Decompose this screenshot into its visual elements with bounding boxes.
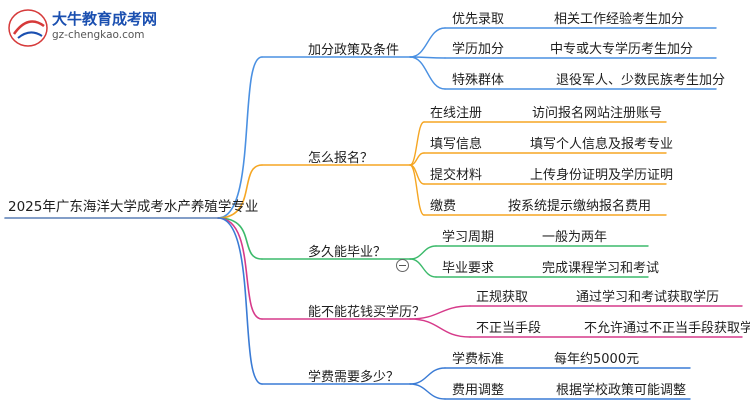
child-connector	[409, 367, 446, 385]
branch-connector	[217, 56, 263, 219]
branch-connector	[217, 217, 263, 385]
node-label: 缴费	[430, 199, 457, 214]
child-connector	[409, 258, 437, 278]
node-detail: 通过学习和考试获取学历	[576, 290, 720, 305]
node-detail: 访问报名网站注册账号	[532, 106, 663, 121]
root-topic: 2025年广东海洋大学成考水产养殖学专业	[8, 199, 259, 215]
node-label: 费用调整	[452, 383, 505, 398]
branch-connector	[217, 164, 263, 219]
branch-connector	[217, 217, 263, 320]
branch-label-tuition: 学费需要多少？	[308, 370, 400, 385]
node-label: 学历加分	[452, 42, 505, 57]
node-detail: 根据学校政策可能调整	[556, 383, 687, 398]
node-label: 优先录取	[452, 12, 505, 27]
node-label: 提交材料	[430, 168, 483, 183]
child-connector	[409, 164, 425, 216]
node-label: 在线注册	[430, 106, 483, 121]
child-connector	[409, 305, 471, 320]
child-connector	[409, 245, 437, 260]
node-detail: 填写个人信息及报考专业	[530, 137, 674, 152]
branch-label-register: 怎么报名？	[308, 151, 374, 166]
child-connector	[409, 121, 425, 166]
brand-logo	[6, 6, 156, 50]
collapse-toggle[interactable]	[396, 259, 409, 272]
branch-label-bonus: 加分政策及条件	[308, 43, 400, 58]
child-connector	[409, 318, 471, 338]
node-label: 学习周期	[442, 230, 495, 245]
node-detail: 上传身份证明及学历证明	[530, 168, 674, 183]
branch-label-buy-degree: 能不能花钱买学历？	[308, 305, 426, 320]
node-detail: 中专或大专学历考生加分	[550, 42, 694, 57]
node-detail: 一般为两年	[542, 230, 608, 245]
node-detail: 每年约5000元	[554, 352, 640, 367]
brand-title: 大牛教育成考网	[52, 10, 158, 28]
child-connector	[409, 383, 446, 400]
node-detail: 按系统提示缴纳报名费用	[508, 199, 652, 214]
child-connector	[409, 56, 446, 90]
branch-label-graduate: 多久能毕业？	[308, 245, 387, 260]
node-label: 毕业要求	[442, 261, 495, 276]
node-label: 正规获取	[476, 290, 529, 305]
node-detail: 完成课程学习和考试	[542, 261, 660, 276]
node-detail: 相关工作经验考生加分	[554, 12, 685, 27]
child-connector	[409, 27, 446, 58]
node-label: 特殊群体	[452, 73, 505, 88]
node-label: 学费标准	[452, 352, 505, 367]
node-label: 填写信息	[430, 137, 483, 152]
branch-connector	[217, 217, 263, 260]
brand-url: gz-chengkao.com	[52, 29, 145, 41]
node-detail: 退役军人、少数民族考生加分	[556, 73, 726, 88]
node-label: 不正当手段	[476, 321, 542, 336]
node-detail: 不允许通过不正当手段获取学历	[584, 321, 750, 336]
brand-logo-icon	[8, 9, 48, 47]
